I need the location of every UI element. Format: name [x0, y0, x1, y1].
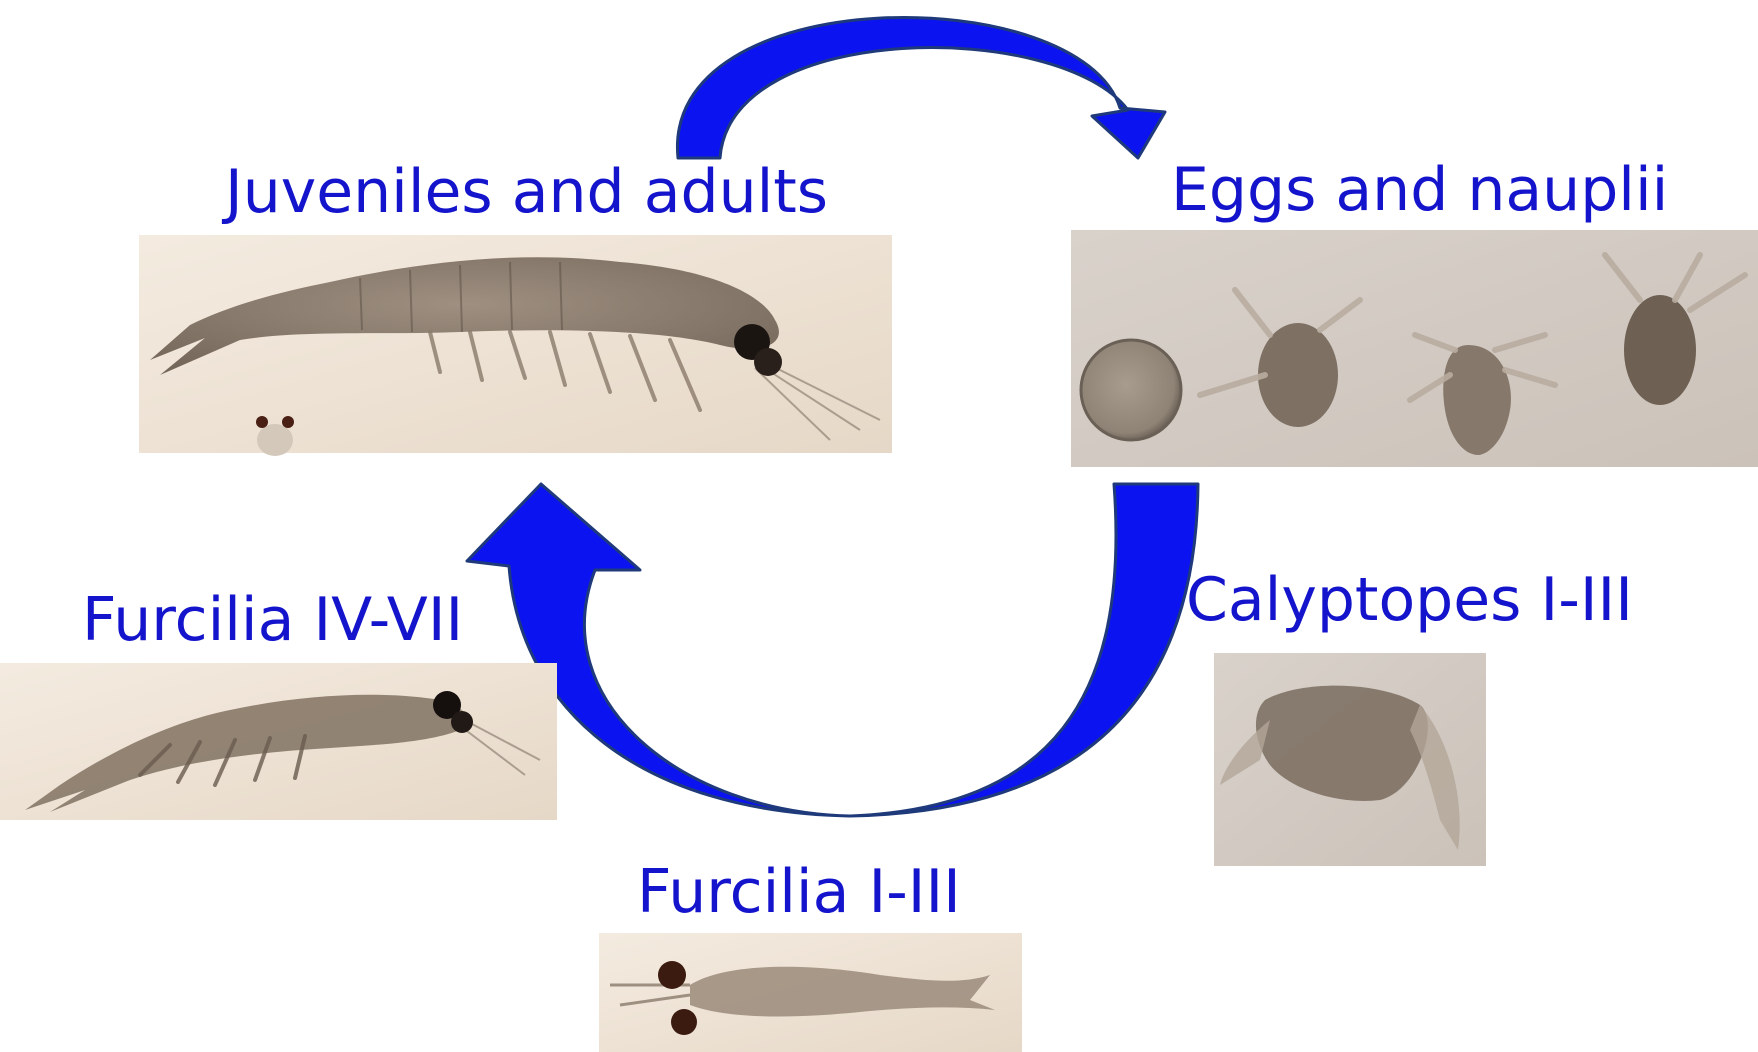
juveniles-adults-photo [139, 235, 892, 456]
furcilia-late-photo [0, 663, 557, 820]
furcilia-early-photo [599, 933, 1022, 1052]
label-furcilia-early: Furcilia I-III [637, 862, 961, 922]
label-furcilia-late: Furcilia IV-VII [82, 590, 463, 650]
bottom-cycle-arrow [467, 484, 1198, 816]
top-cycle-arrow [677, 17, 1165, 158]
label-juveniles-adults: Juveniles and adults [225, 162, 828, 222]
label-calyptopes: Calyptopes I-III [1186, 570, 1633, 630]
calyptopes-photo [1214, 653, 1486, 866]
label-eggs-nauplii: Eggs and nauplii [1171, 160, 1668, 220]
eggs-nauplii-photo [1071, 230, 1758, 467]
